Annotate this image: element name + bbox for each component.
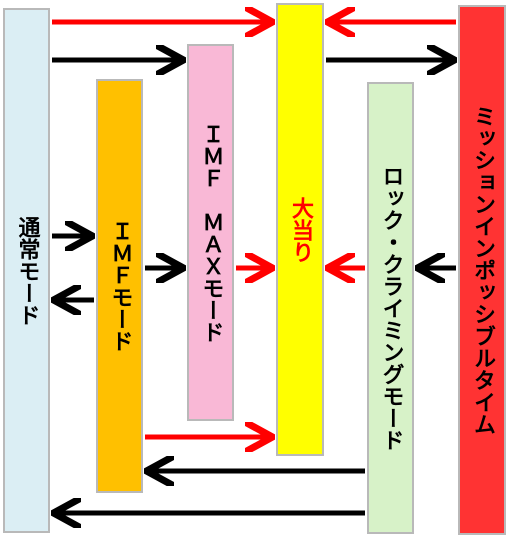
imf-max-mode-label: ＩＭＦ ＭＡＸモード (198, 122, 224, 343)
mission-impossible-time-label: ミッションインポッシブルタイム (470, 105, 495, 435)
lock-climbing-mode-box: ロック・クライミングモード (367, 82, 414, 534)
normal-mode-label: 通常モード (14, 215, 40, 326)
imf-mode-box: ＩＭＦモード (96, 79, 143, 493)
jackpot-box: 大当り (276, 3, 324, 456)
mission-impossible-time-box: ミッションインポッシブルタイム (458, 5, 506, 535)
imf-max-mode-box: ＩＭＦ ＭＡＸモード (187, 44, 234, 421)
jackpot-label: 大当り (288, 196, 313, 263)
lock-climbing-mode-label: ロック・クライミングモード (378, 165, 404, 451)
normal-mode-box: 通常モード (3, 8, 50, 533)
imf-mode-label: ＩＭＦモード (107, 220, 133, 352)
